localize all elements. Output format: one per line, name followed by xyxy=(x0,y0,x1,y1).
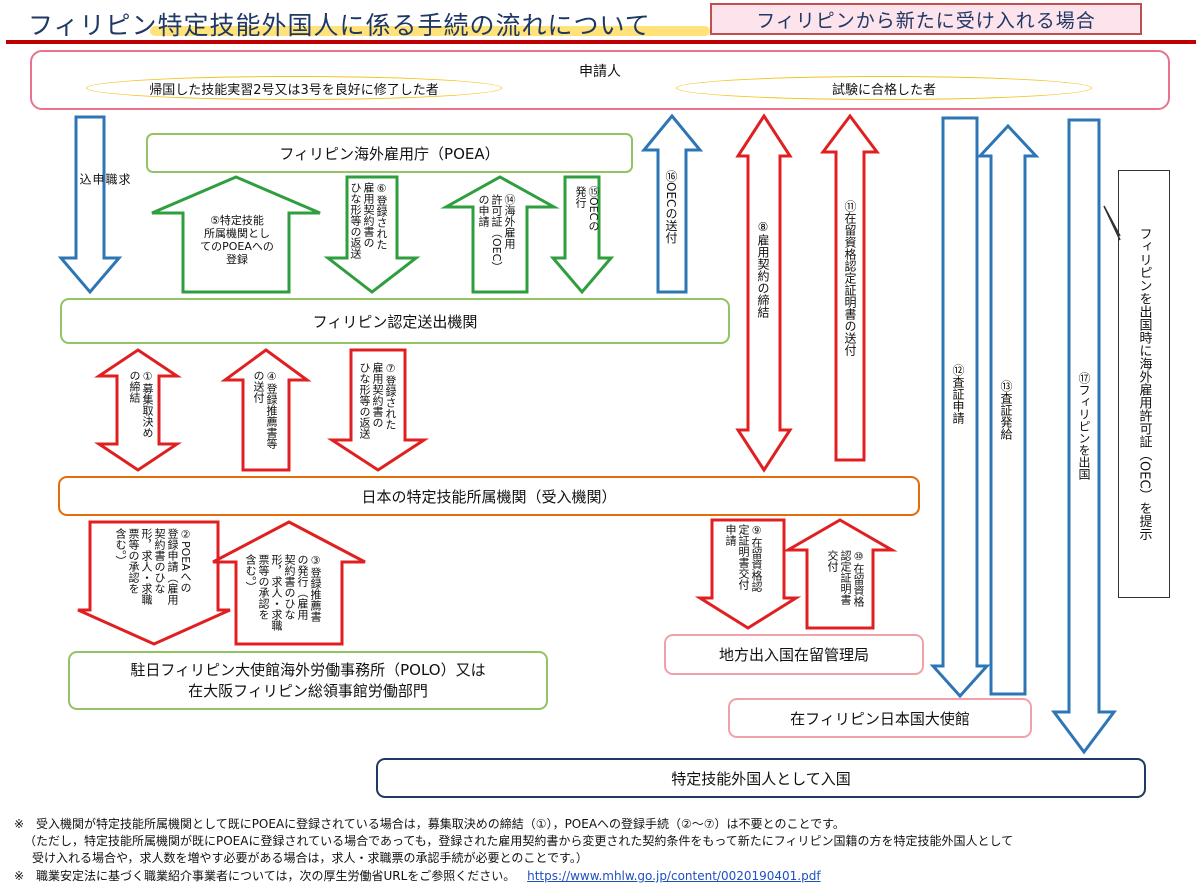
footnote-2: （ただし，特定技能所属機関が既にPOEAに登録されている場合であっても，登録され… xyxy=(24,834,1014,848)
page-title: フィリピン特定技能外国人に係る手続の流れについて xyxy=(28,11,651,40)
title-divider xyxy=(6,40,1196,44)
entry-box: 特定技能外国人として入国 xyxy=(376,758,1146,798)
oec-note-label: フィリピンを出国時に海外雇用許可証（OEC）を提示 xyxy=(1136,227,1152,541)
mhlw-url-link[interactable]: https://www.mhlw.go.jp/content/002019040… xyxy=(527,869,821,883)
arrow-12 xyxy=(929,116,991,699)
oec-note-box: フィリピンを出国時に海外雇用許可証（OEC）を提示 xyxy=(1118,170,1170,598)
arrow-5 xyxy=(151,175,321,294)
arrow-7 xyxy=(326,348,430,472)
embassy-label: 在フィリピン日本国大使館 xyxy=(790,709,970,728)
applicant-type-1-label: 帰国した技能実習2号又は3号を良好に修了した者 xyxy=(149,82,439,98)
page-subtitle: フィリピンから新たに受け入れる場合 xyxy=(710,3,1142,35)
applicant-type-2-label: 試験に合格した者 xyxy=(831,82,936,98)
arrow-16 xyxy=(640,113,704,294)
poea-box: フィリピン海外雇用庁（POEA） xyxy=(146,133,633,173)
arrow-job-application xyxy=(57,115,123,295)
arrow-2 xyxy=(77,520,231,646)
applicant-type-1: 帰国した技能実習2号又は3号を良好に修了した者 xyxy=(86,76,502,100)
arrow-15 xyxy=(549,175,615,295)
applicant-type-2: 試験に合格した者 xyxy=(676,76,1092,100)
arrow-13 xyxy=(976,123,1040,696)
arrow-9 xyxy=(694,518,802,630)
embassy-box: 在フィリピン日本国大使館 xyxy=(728,698,1032,738)
immigration-bureau-box: 地方出入国在留管理局 xyxy=(664,634,924,675)
receiving-org-label: 日本の特定技能所属機関（受入機関） xyxy=(361,487,617,506)
footnote-4: ※ 職業安定法に基づく職業紹介事業者については，次の厚生労働省URLをご参照くだ… xyxy=(14,867,821,884)
arrow-10 xyxy=(782,518,898,630)
sending-agency-box: フィリピン認定送出機関 xyxy=(60,298,730,344)
arrow-3 xyxy=(212,520,366,646)
footnote-1: ※ 受入機関が特定技能所属機関として既にPOEAに登録されている場合は，募集取決… xyxy=(14,817,845,831)
poea-label: フィリピン海外雇用庁（POEA） xyxy=(279,144,500,163)
footnote-3: 受け入れる場合や，求人数を増やす必要がある場合は，求人・求職票の承認手続が必要と… xyxy=(32,851,588,865)
applicant-label: 申請人 xyxy=(579,64,621,80)
arrow-4 xyxy=(220,348,312,472)
arrow-8 xyxy=(735,113,793,473)
polo-label-line1: 駐日フィリピン大使館海外労働事務所（POLO）又は xyxy=(130,660,486,679)
title-highlight xyxy=(150,26,710,36)
polo-label-line2: 在大阪フィリピン総領事館労働部門 xyxy=(188,681,428,700)
immigration-bureau-label: 地方出入国在留管理局 xyxy=(718,646,869,664)
arrow-17 xyxy=(1051,118,1117,755)
entry-label: 特定技能外国人として入国 xyxy=(671,769,851,788)
polo-box: 駐日フィリピン大使館海外労働事務所（POLO）又は 在大阪フィリピン総領事館労働… xyxy=(68,651,548,710)
sending-agency-label: フィリピン認定送出機関 xyxy=(312,312,478,331)
arrow-1 xyxy=(94,348,182,472)
footnote-4-text: ※ 職業安定法に基づく職業紹介事業者については，次の厚生労働省URLをご参照くだ… xyxy=(14,869,516,883)
arrow-11 xyxy=(820,113,880,462)
arrow-14 xyxy=(440,175,560,294)
receiving-org-box: 日本の特定技能所属機関（受入機関） xyxy=(58,476,920,516)
arrow-6 xyxy=(323,175,421,294)
oec-note-pointer xyxy=(1103,205,1121,241)
